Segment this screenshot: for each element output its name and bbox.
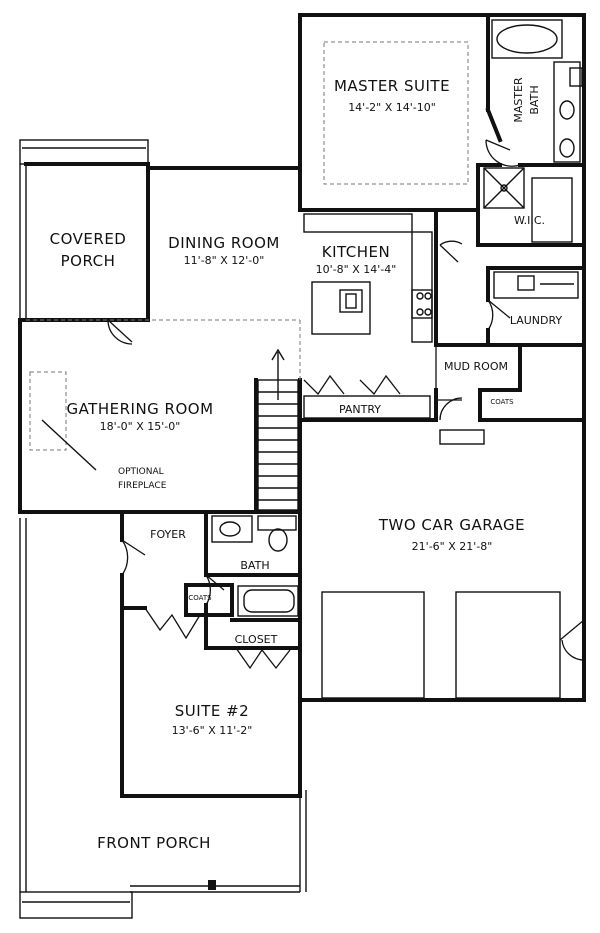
double-vanity-icon — [553, 61, 583, 163]
pantry-label: PANTRY — [339, 403, 381, 416]
kitchen-counters — [303, 213, 433, 343]
master-bath-label-1: MASTER — [512, 77, 525, 123]
fireplace-outline — [29, 371, 67, 451]
suite2-label: SUITE #2 — [175, 702, 249, 720]
wic-label: W.I.C. — [514, 214, 545, 227]
walls — [18, 13, 586, 798]
fireplace-note-2: FIREPLACE — [118, 481, 167, 491]
bath-label: BATH — [240, 559, 269, 572]
mud-room-label: MUD ROOM — [444, 360, 508, 373]
gathering-room-dims: 18'-0" X 15'-0" — [100, 420, 181, 433]
master-suite-label: MASTER SUITE — [334, 77, 450, 95]
kitchen-island — [311, 281, 371, 335]
master-suite-ceiling-outline — [323, 41, 469, 185]
dining-room-label: DINING ROOM — [168, 234, 280, 252]
master-suite-dims: 14'-2" X 14'-10" — [348, 101, 436, 114]
kitchen-label: KITCHEN — [322, 243, 391, 261]
foyer-label: FOYER — [150, 528, 186, 541]
garage-dims: 21'-6" X 21'-8" — [412, 540, 493, 553]
dining-room-dims: 11'-8" X 12'-0" — [184, 254, 265, 267]
covered-porch-label-1: COVERED — [50, 230, 127, 248]
bath-vanity-icon — [211, 515, 297, 552]
wic-shelving — [531, 177, 573, 243]
mud-coats-label: COATS — [490, 398, 514, 406]
fireplace-note-1: OPTIONAL — [118, 467, 164, 477]
front-porch-railing — [19, 518, 307, 919]
front-porch-label: FRONT PORCH — [97, 834, 211, 852]
garage-doors — [321, 591, 561, 701]
bath-tub-icon — [237, 585, 299, 617]
gathering-room-label: GATHERING ROOM — [66, 400, 213, 418]
foyer-coats-label: COATS — [188, 594, 212, 602]
bathtub-icon — [491, 19, 563, 59]
suite2-dims: 13'-6" X 11'-2" — [172, 724, 253, 737]
covered-porch-label-2: PORCH — [61, 252, 116, 270]
master-bath-label-2: BATH — [528, 85, 541, 114]
kitchen-dims: 10'-8" X 14'-4" — [316, 263, 397, 276]
laundry-machines — [493, 271, 579, 299]
laundry-label: LAUNDRY — [510, 314, 563, 327]
pantry-shelf — [303, 395, 431, 419]
shower-icon — [483, 167, 525, 209]
staircase — [257, 348, 299, 511]
doors — [107, 139, 585, 670]
garage-label: TWO CAR GARAGE — [378, 516, 525, 534]
closet-label: CLOSET — [235, 633, 278, 646]
